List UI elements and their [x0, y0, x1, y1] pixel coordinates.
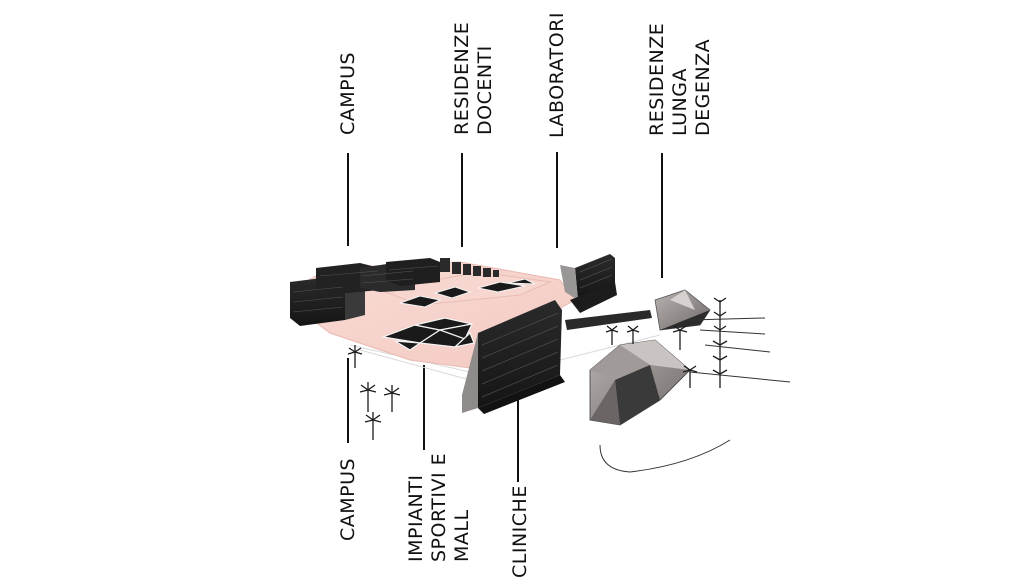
residenze-docenti-cluster	[440, 258, 499, 277]
leader-laboratori	[556, 152, 558, 248]
leader-cliniche	[517, 394, 519, 482]
roof-pattern-large	[380, 317, 475, 351]
leader-impianti-sportivi-mall	[423, 365, 425, 450]
roof-pattern-upper	[399, 278, 536, 308]
laboratori-slab	[560, 254, 617, 313]
access-paths	[599, 317, 791, 473]
residenze-lunga-degenza-upper	[654, 289, 711, 331]
palm-tree	[605, 325, 619, 345]
palm-tree	[359, 382, 377, 412]
palm-tree	[347, 345, 363, 368]
residenze-lunga-degenza-lower	[589, 339, 691, 426]
connecting-bridge	[565, 310, 652, 330]
palm-tree	[712, 297, 728, 388]
palm-tree	[672, 325, 688, 350]
palm-tree	[626, 325, 640, 344]
leader-residenze-docenti	[461, 153, 463, 247]
palm-tree	[364, 412, 382, 440]
cliniche-slab	[462, 300, 565, 414]
leader-campus-top	[347, 153, 349, 246]
palm-tree	[383, 385, 401, 412]
leader-campus-bottom	[347, 358, 349, 443]
palm-tree	[682, 365, 698, 388]
campus-blocks	[290, 258, 440, 326]
leader-residenze-lunga-degenza	[661, 153, 663, 278]
palm-trees	[347, 297, 728, 440]
